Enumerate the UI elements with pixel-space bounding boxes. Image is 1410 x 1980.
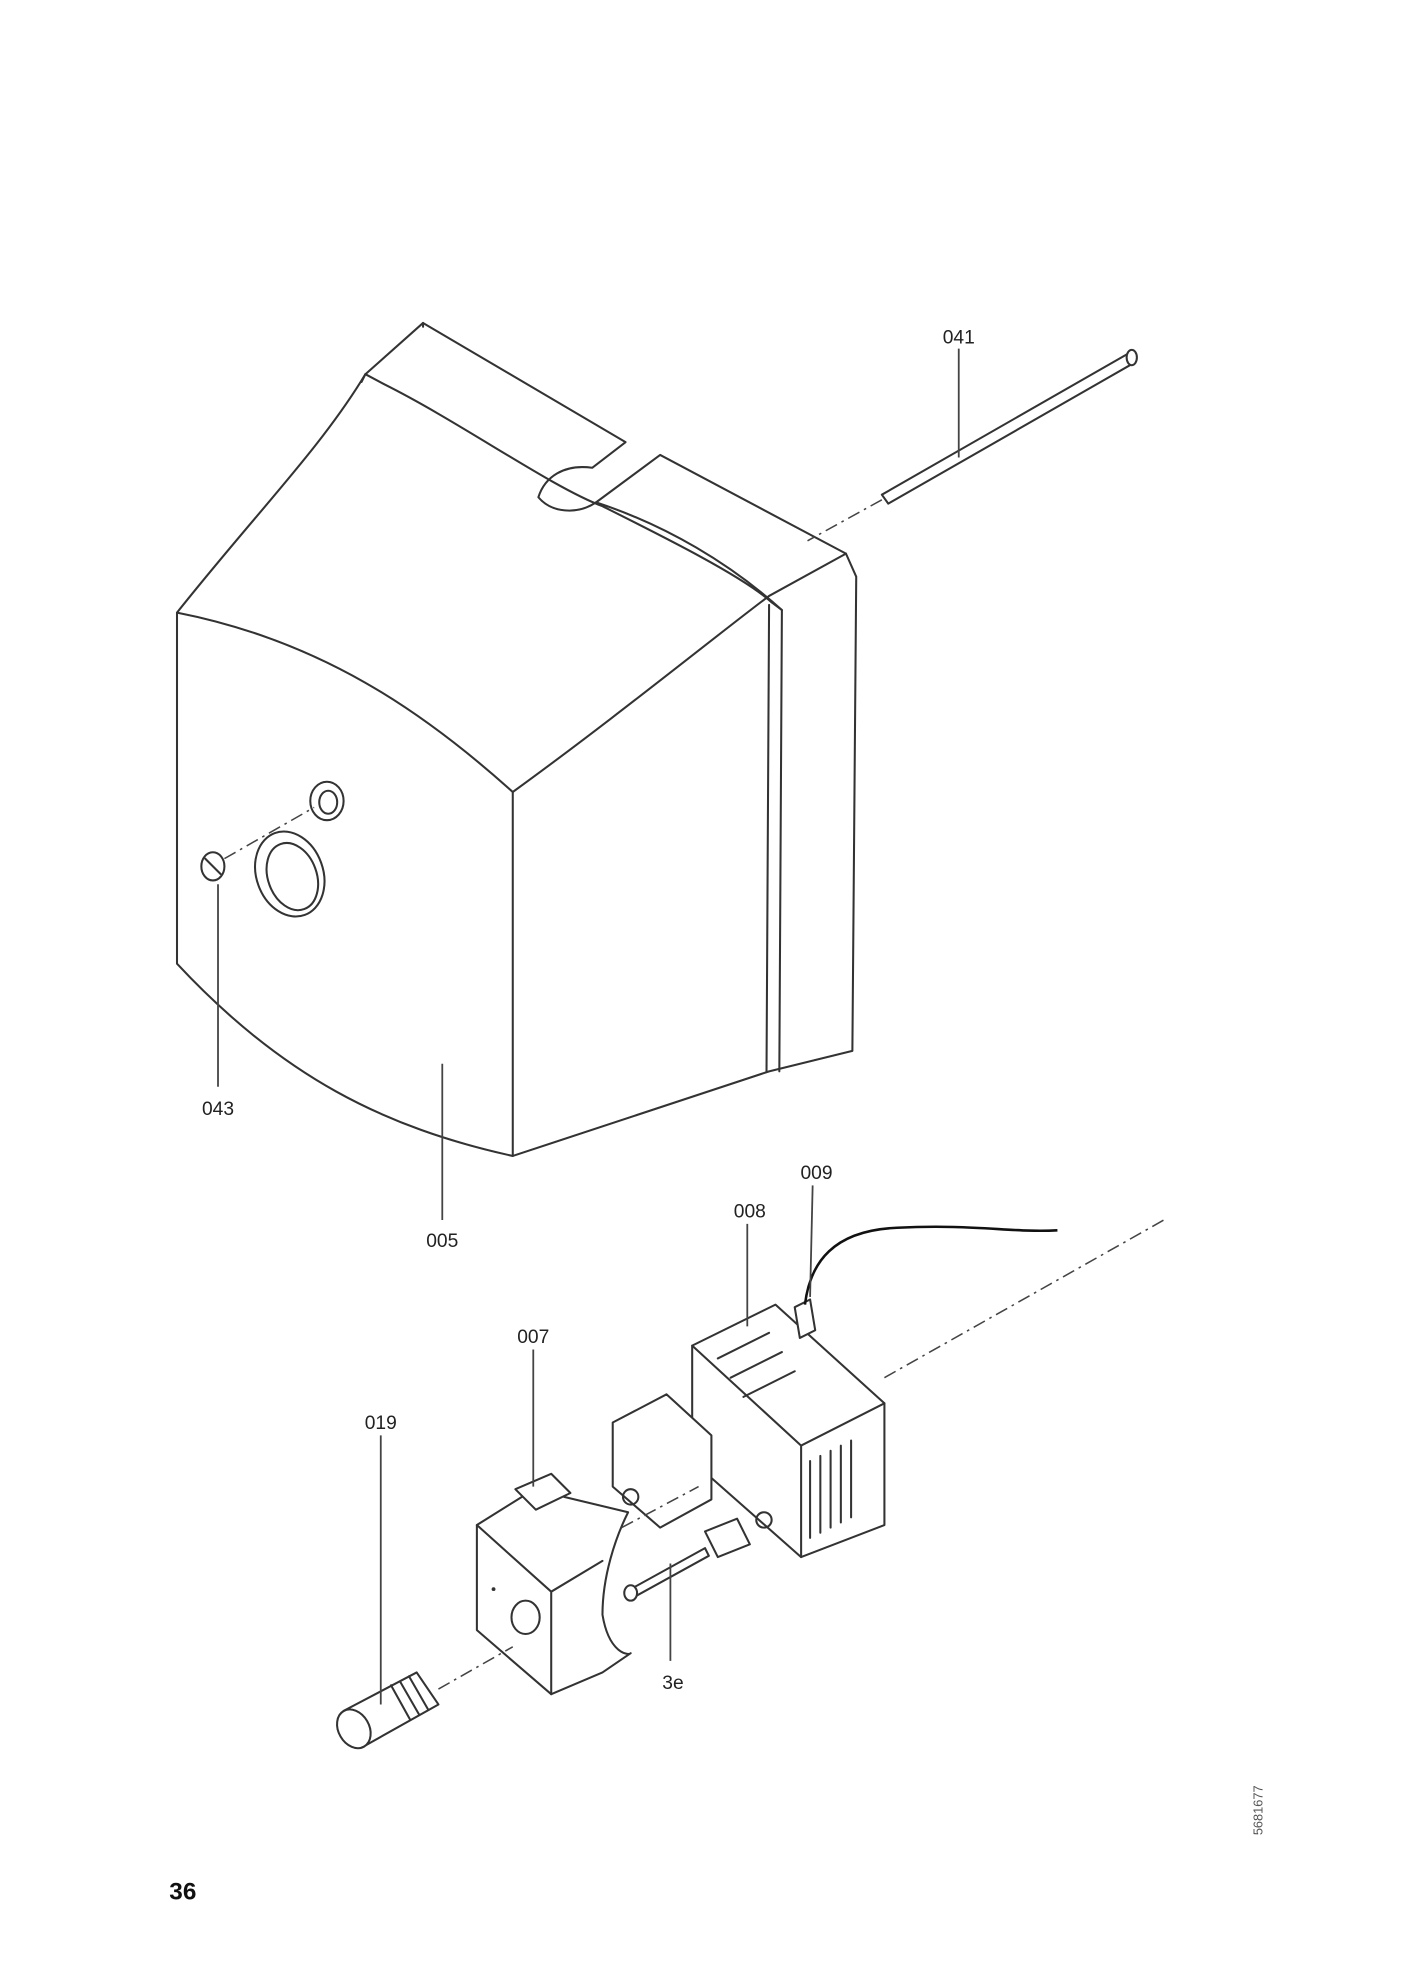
- label-009: 009: [800, 1163, 832, 1184]
- screw-3e: [623, 1547, 710, 1602]
- rod-041: [807, 348, 1138, 542]
- page-number: 36: [169, 1878, 196, 1905]
- control-unit-008: [611, 1298, 886, 1559]
- label-019: 019: [365, 1413, 397, 1434]
- label-005: 005: [426, 1231, 458, 1252]
- drawing-code: 5681677: [1250, 1785, 1265, 1835]
- label-043: 043: [202, 1099, 234, 1120]
- cable-009: [803, 1219, 1165, 1379]
- screw-043: [200, 806, 315, 882]
- label-007: 007: [517, 1327, 549, 1348]
- label-041: 041: [943, 327, 975, 348]
- nozzle-019: [336, 1646, 514, 1750]
- leader-009: [809, 1185, 814, 1297]
- label-008: 008: [734, 1201, 766, 1222]
- base-plate-007: [475, 1472, 632, 1696]
- label-3e: 3e: [662, 1673, 683, 1694]
- burner-cover-005: [175, 321, 858, 1157]
